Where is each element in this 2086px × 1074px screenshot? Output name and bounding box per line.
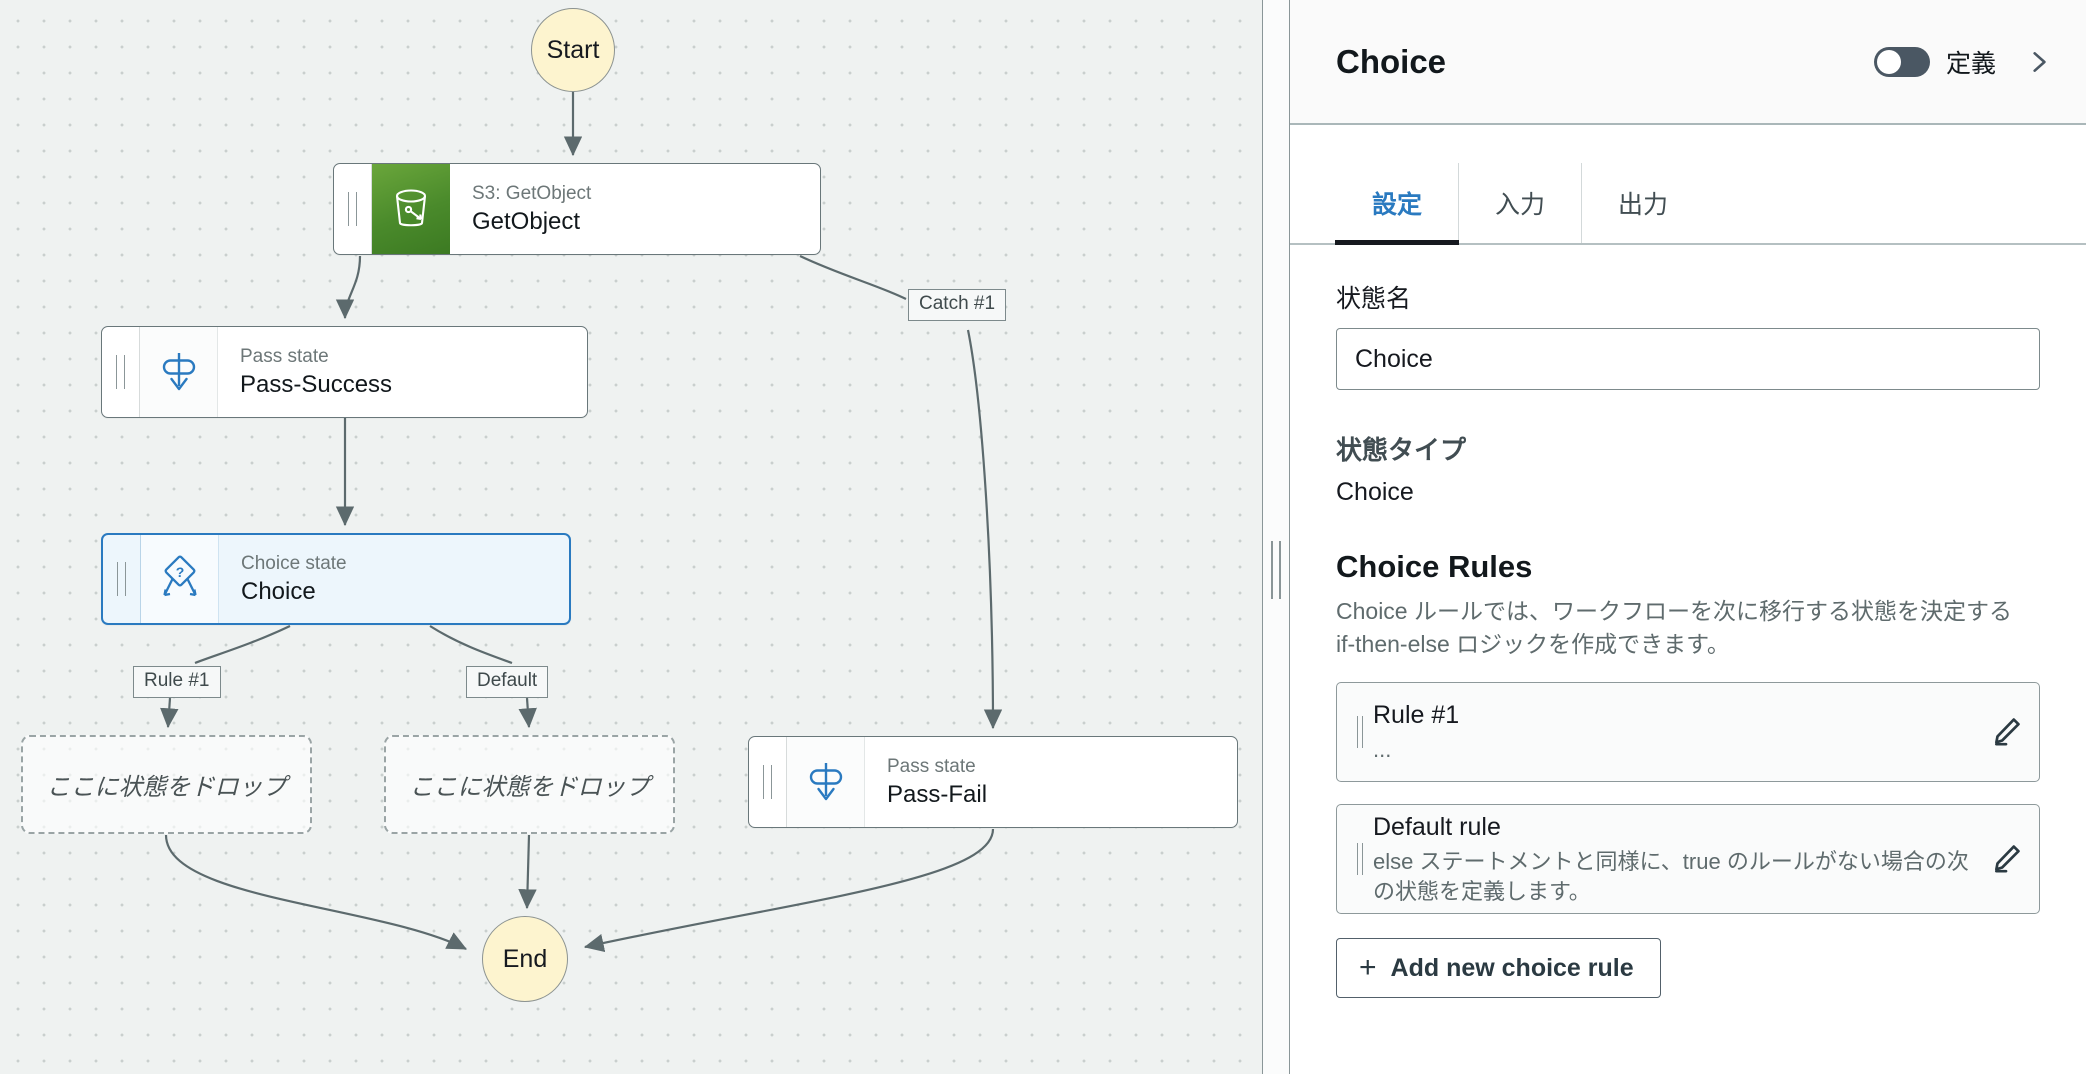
definition-toggle-label: 定義 (1945, 49, 1996, 78)
state-node-pass-fail[interactable]: Pass state Pass-Fail (748, 736, 1238, 828)
page-title: Choice (1336, 42, 1447, 80)
node-type-label: Pass state (240, 345, 329, 367)
end-node[interactable]: End (482, 916, 568, 1002)
state-node-choice[interactable]: ? Choice state Choice (101, 533, 571, 625)
end-node-label: End (502, 944, 548, 973)
panel-header: Choice 定義 (1290, 0, 2086, 125)
node-type-label: Pass state (887, 755, 976, 777)
rule-body: Default rule else ステートメントと同様に、true のルールが… (1373, 811, 1975, 907)
pencil-icon[interactable] (1989, 715, 2023, 749)
start-node[interactable]: Start (531, 8, 615, 92)
node-type-label: Choice state (241, 552, 347, 574)
start-node-label: Start (546, 35, 600, 64)
node-type-label: S3: GetObject (472, 182, 592, 204)
rule-body: Rule #1 ... (1373, 699, 1975, 765)
drag-handle-icon[interactable] (1347, 716, 1373, 749)
pass-state-icon (787, 737, 865, 827)
state-node-pass-success[interactable]: Pass state Pass-Success (101, 326, 588, 418)
tab-settings[interactable]: 設定 (1334, 163, 1460, 245)
rule-title: Default rule (1373, 813, 1501, 842)
choice-state-icon: ? (141, 535, 219, 623)
plus-icon: + (1359, 951, 1377, 985)
node-labels: Choice state Choice (219, 535, 365, 623)
add-choice-rule-label: Add new choice rule (1390, 953, 1634, 982)
workflow-edges (160, 92, 1003, 953)
default-rule-card[interactable]: Default rule else ステートメントと同様に、true のルールが… (1336, 804, 2040, 915)
definition-toggle[interactable] (1873, 46, 1930, 77)
workflow-canvas[interactable]: Start S3: GetObject GetObject (0, 0, 1262, 1074)
choice-rules-heading: Choice Rules (1336, 549, 1533, 584)
node-name-label: GetObject (472, 208, 581, 236)
node-labels: Pass state Pass-Fail (865, 737, 1005, 827)
panel-tabs: 設定 入力 出力 (1290, 163, 2086, 245)
drag-handle-icon[interactable] (102, 327, 140, 417)
drag-handle-icon[interactable] (103, 535, 141, 623)
tab-input[interactable]: 入力 (1459, 163, 1583, 243)
state-config-panel: Choice 定義 設定 入力 出力 状態名 状態タイプ Choice Choi… (1290, 0, 2086, 1074)
state-name-input[interactable] (1336, 328, 2040, 390)
state-type-label: 状態タイプ (1336, 435, 1467, 465)
node-name-label: Pass-Success (240, 371, 393, 399)
dropzone-rule1[interactable]: ここに状態をドロップ (21, 735, 312, 834)
tab-output[interactable]: 出力 (1618, 191, 1669, 219)
choice-rules-description: Choice ルールでは、ワークフローを次に移行する状態を決定する if-the… (1336, 598, 2012, 657)
choice-rule-card[interactable]: Rule #1 ... (1336, 682, 2040, 783)
rule-title: Rule #1 (1373, 701, 1460, 730)
panel-resize-handle[interactable] (1262, 0, 1290, 1074)
edge-label-catch[interactable]: Catch #1 (908, 289, 1007, 321)
toggle-knob (1876, 49, 1901, 74)
node-name-label: Pass-Fail (887, 781, 988, 809)
rule-subtitle: else ステートメントと同様に、true のルールがない場合の次の状態を定義し… (1373, 848, 1969, 904)
state-node-getobject[interactable]: S3: GetObject GetObject (333, 163, 821, 255)
node-labels: S3: GetObject GetObject (450, 164, 609, 254)
panel-body: 状態名 状態タイプ Choice Choice Rules Choice ルール… (1290, 245, 2086, 1074)
edge-label-default[interactable]: Default (466, 666, 549, 698)
chevron-right-icon[interactable] (2026, 49, 2052, 75)
dropzone-default[interactable]: ここに状態をドロップ (384, 735, 675, 834)
node-name-label: Choice (241, 578, 316, 606)
drag-handle-icon[interactable] (334, 164, 372, 254)
node-labels: Pass state Pass-Success (218, 327, 410, 417)
state-name-label: 状態名 (1336, 285, 1412, 313)
pass-state-icon (140, 327, 218, 417)
svg-text:?: ? (175, 564, 184, 580)
add-choice-rule-button[interactable]: + Add new choice rule (1336, 938, 1661, 999)
pencil-icon[interactable] (1989, 842, 2023, 876)
edge-label-rule1[interactable]: Rule #1 (133, 666, 221, 698)
s3-bucket-icon (372, 164, 450, 254)
rule-subtitle: ... (1373, 736, 1392, 762)
state-type-value: Choice (1336, 478, 1414, 506)
drag-handle-icon[interactable] (749, 737, 787, 827)
drag-handle-icon[interactable] (1347, 843, 1373, 876)
